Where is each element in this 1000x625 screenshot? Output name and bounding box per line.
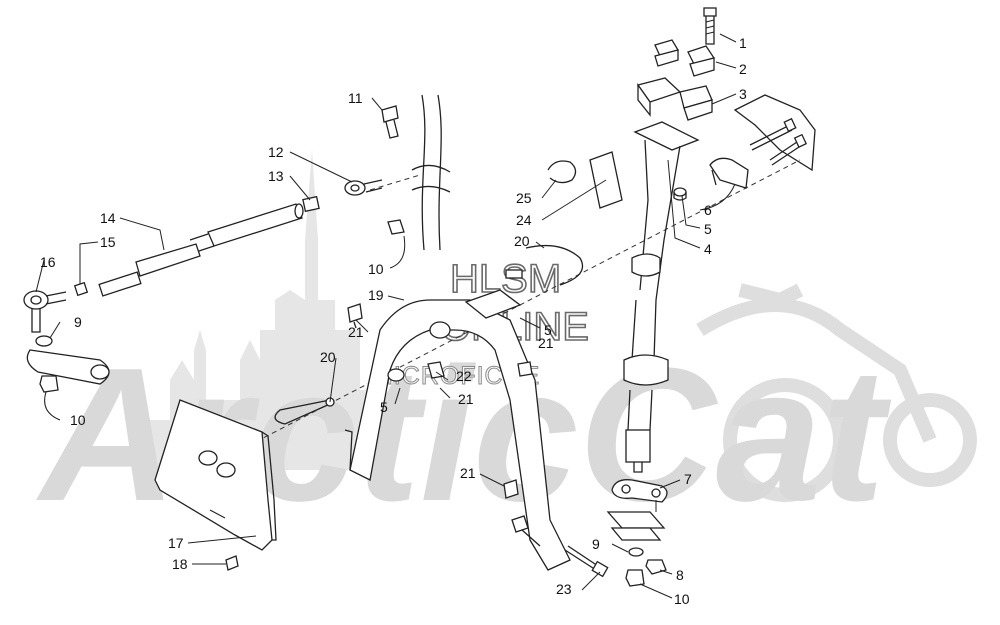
part-9-washer-right (628, 547, 644, 557)
part-9-washer-left (35, 335, 53, 347)
part-17-shield (154, 399, 277, 551)
part-18-screw (225, 555, 239, 571)
callout-13: 13 (268, 168, 284, 184)
part-4-steering-post (623, 121, 700, 473)
callout-21-center: 21 (458, 391, 474, 407)
part-23-bolt (564, 545, 609, 578)
callout-24: 24 (516, 212, 532, 228)
callout-3: 3 (739, 86, 747, 102)
callout-23: 23 (556, 581, 572, 597)
callout-12: 12 (268, 144, 284, 160)
callout-16: 16 (40, 254, 56, 270)
callout-11: 11 (348, 90, 363, 106)
callout-10-right: 10 (674, 591, 690, 607)
callout-10-left: 10 (70, 412, 86, 428)
callout-15: 15 (100, 234, 116, 250)
watermark-motorcycle (696, 283, 977, 502)
mount-plate-2 (610, 527, 662, 541)
part-16-rod-end (23, 290, 67, 333)
part-21-screw-upper (347, 303, 363, 329)
callout-21-lower: 21 (460, 465, 476, 481)
parts-layer (23, 7, 816, 587)
shim-bolt-lower (511, 515, 541, 547)
watermark-skyline (150, 150, 380, 470)
frame-tube (421, 94, 442, 251)
part-2-upper-clamp (654, 39, 716, 77)
callout-5-lower: 5 (380, 399, 388, 415)
part-12-rod-end (344, 179, 383, 196)
part-22-nut (427, 361, 445, 379)
pitman-arm (26, 349, 110, 385)
part-10-nut-right (625, 569, 645, 587)
body-cowl-outline (733, 94, 816, 172)
callout-4: 4 (704, 241, 712, 257)
callout-17: 17 (168, 535, 184, 551)
frame-tube-clamp (411, 164, 451, 193)
callout-18: 18 (172, 556, 188, 572)
callout-labels: 1 2 3 4 5 5 5 6 7 8 9 9 10 10 10 11 12 1… (40, 35, 747, 607)
part-25-clip (547, 160, 577, 184)
callout-21-right: 21 (538, 335, 554, 351)
callout-8: 8 (676, 567, 684, 583)
part-19-support-frame (344, 289, 571, 571)
part-20-cable-lower (274, 397, 335, 425)
part-8-nut (645, 559, 667, 575)
part-5-bushing (673, 187, 687, 201)
part-10-nut-left (39, 375, 59, 393)
callout-22: 22 (456, 368, 472, 384)
part-15-nut (73, 281, 89, 297)
callout-5-upper-right: 5 (704, 221, 712, 237)
mount-bolts (749, 117, 808, 166)
callout-5-middle: 5 (544, 322, 552, 338)
part-7-steering-arm (611, 479, 668, 512)
callout-2: 2 (739, 61, 747, 77)
callout-6: 6 (704, 202, 712, 218)
callout-1: 1 (739, 35, 747, 51)
callout-21-left: 21 (348, 324, 364, 340)
callout-7: 7 (684, 471, 692, 487)
assembly-axis-2 (369, 174, 421, 191)
part-13-jam-nut (302, 195, 320, 213)
part-21-screw-mid (503, 479, 519, 499)
callout-9-left: 9 (74, 314, 82, 330)
part-6-bracket (709, 157, 749, 189)
callout-19: 19 (368, 287, 384, 303)
leader-lines (35, 33, 737, 599)
callout-9-right: 9 (592, 536, 600, 552)
part-21-screw-right (517, 361, 533, 377)
part-20-cable-upper (505, 244, 584, 286)
part-15-sleeve (98, 271, 142, 297)
callout-20-upper: 20 (514, 233, 530, 249)
part-14-tie-rod (135, 203, 304, 277)
part-1-bolt (703, 7, 717, 45)
callout-25: 25 (516, 190, 532, 206)
callout-10-middle: 10 (368, 261, 384, 277)
callout-20-lower: 20 (320, 349, 336, 365)
watermark-brand-text: ArcticCat (36, 329, 891, 541)
mount-plate (606, 511, 666, 529)
part-10-nut-mid (387, 219, 405, 235)
callout-14: 14 (100, 210, 116, 226)
part-3-lower-clamp (636, 77, 713, 121)
part-11-bolt (381, 105, 399, 139)
